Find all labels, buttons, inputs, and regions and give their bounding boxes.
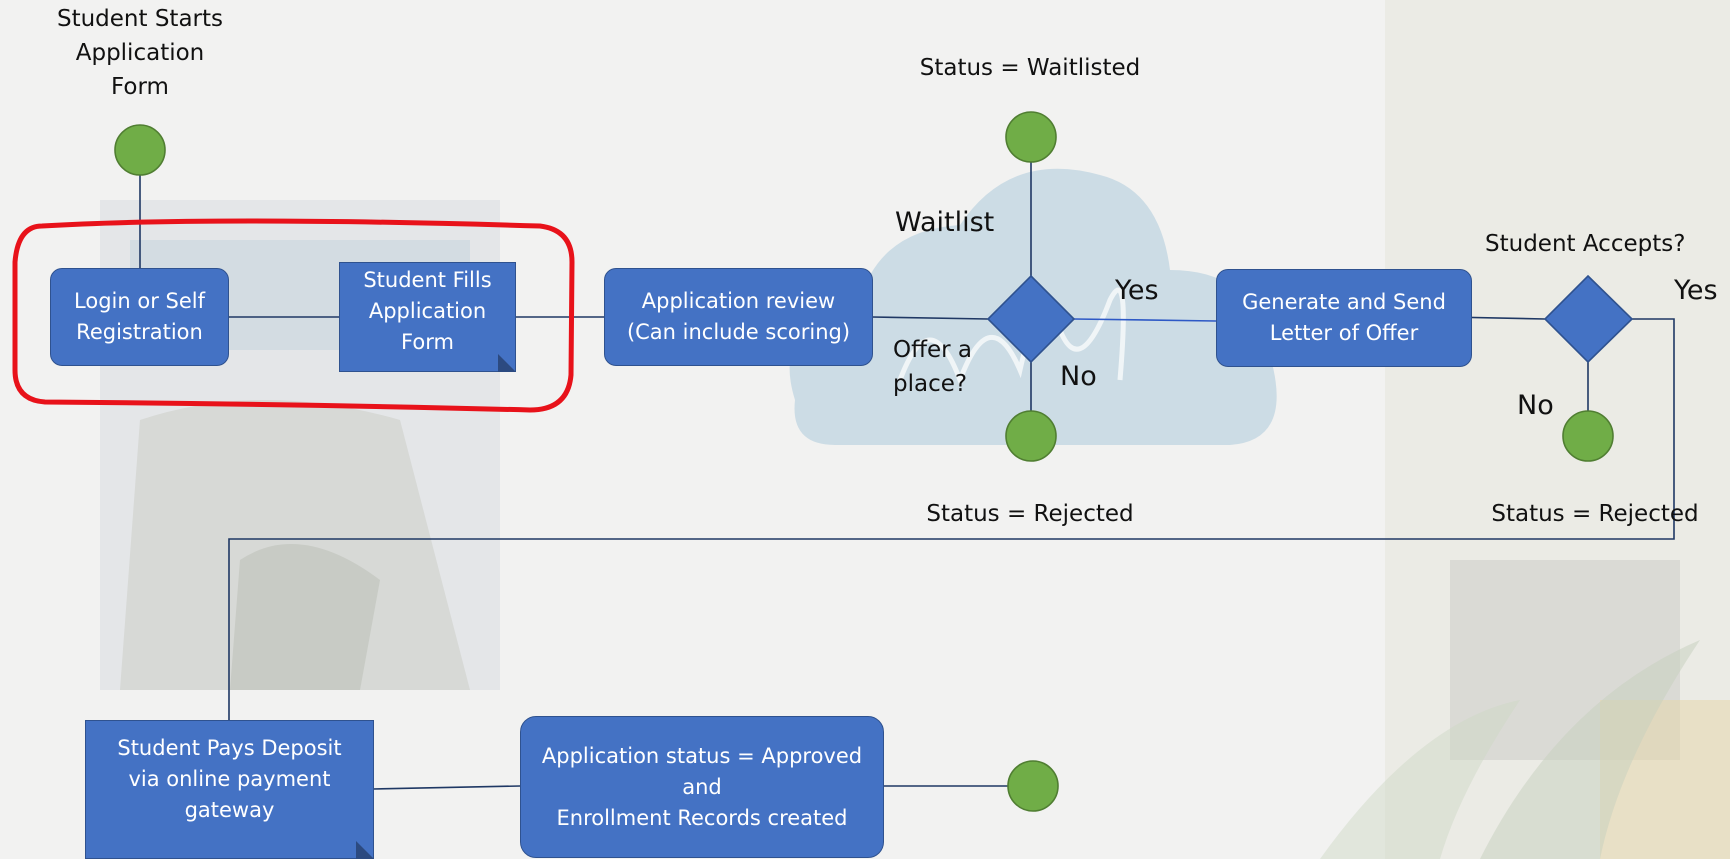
offer-question-label: Offer a place? — [893, 337, 972, 397]
offer-yes-label: Yes — [1115, 275, 1159, 306]
page-fold-icon — [498, 354, 516, 372]
login-registration-label: Login or Self Registration — [74, 289, 205, 344]
fills-application-label: Student Fills Application Form — [363, 268, 492, 354]
pays-deposit-label: Student Pays Deposit via online payment … — [117, 736, 342, 822]
application-approved-label: Application status = Approved and Enroll… — [541, 743, 863, 830]
start-label: Student Starts Application Form — [56, 6, 224, 100]
accept-decision-diamond — [1543, 274, 1634, 364]
status-rejected-offer-label: Status = Rejected — [926, 501, 1134, 527]
offer-no-label: No — [1060, 361, 1097, 392]
start-terminal — [114, 124, 166, 176]
status-waitlisted-label: Status = Waitlisted — [919, 55, 1141, 81]
application-approved-node: Application status = Approved and Enroll… — [520, 716, 884, 858]
accept-question-label: Student Accepts? — [1485, 231, 1686, 257]
rejected-accept-terminal — [1562, 410, 1614, 462]
accept-yes-label: Yes — [1674, 275, 1718, 306]
fills-application-node: Student Fills Application Form — [339, 262, 516, 372]
application-review-node: Application review (Can include scoring) — [604, 268, 873, 366]
application-review-label: Application review (Can include scoring) — [626, 289, 851, 344]
end-terminal — [1007, 760, 1059, 812]
connector-review-offer — [871, 316, 989, 320]
offer-decision-diamond — [986, 274, 1076, 364]
letter-of-offer-node: Generate and Send Letter of Offer — [1216, 269, 1472, 367]
connector-accept-deposit — [228, 318, 1675, 720]
page-fold-icon — [356, 841, 374, 859]
letter-of-offer-label: Generate and Send Letter of Offer — [1242, 290, 1446, 345]
login-registration-node: Login or Self Registration — [50, 268, 229, 366]
pays-deposit-node: Student Pays Deposit via online payment … — [85, 720, 374, 859]
rejected-offer-terminal — [1005, 410, 1057, 462]
connector-deposit-approved — [372, 785, 521, 790]
accept-no-label: No — [1517, 390, 1554, 421]
waitlist-branch-label: Waitlist — [895, 207, 995, 238]
status-rejected-accept-label: Status = Rejected — [1491, 501, 1699, 527]
highlight-outline — [12, 218, 575, 413]
waitlisted-terminal — [1005, 111, 1057, 163]
connector-offer-letter — [1073, 318, 1217, 322]
